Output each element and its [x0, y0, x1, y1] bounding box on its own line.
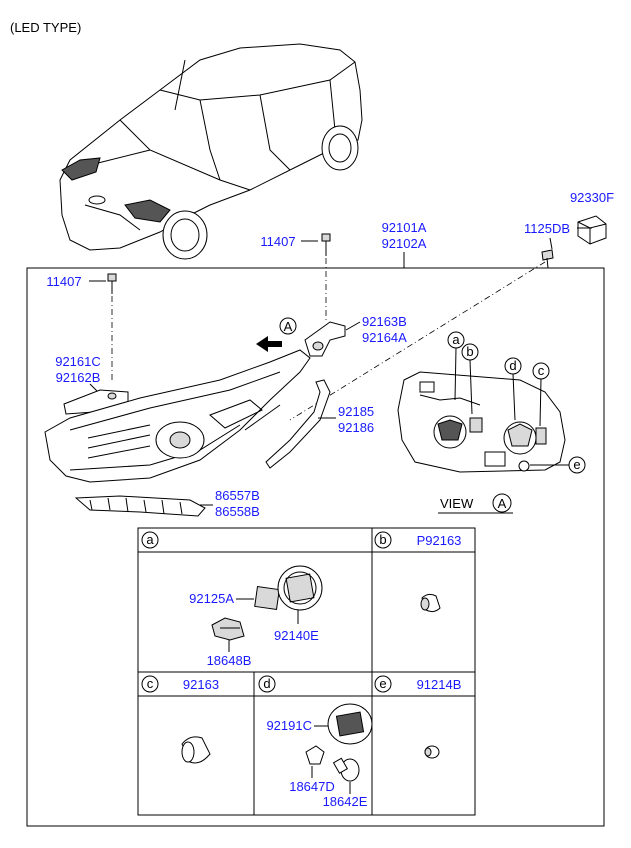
label-92162B: 92162B [56, 370, 101, 385]
view-caption-label: VIEW [440, 496, 474, 511]
car-illustration [59, 43, 363, 260]
bulb-18642E [332, 757, 360, 782]
bracket-86557B [74, 495, 206, 517]
label-18648B: 18648B [207, 653, 252, 668]
view-callout-d: d [509, 358, 516, 373]
cell-c-letter: c [147, 676, 154, 691]
socket-92140E [277, 565, 323, 611]
cell-a-letter: a [146, 532, 154, 547]
bulb-18648B [211, 617, 245, 641]
bolt-11407-top [321, 233, 331, 256]
label-86557B: 86557B [215, 488, 260, 503]
diagram-title: (LED TYPE) [10, 20, 81, 35]
label-11407-top: 11407 [260, 234, 295, 249]
table-cell-b: b P92163 [374, 531, 462, 613]
view-callout-e: e [573, 457, 580, 472]
table-cell-d: d 92191C 18647D 18642E [258, 675, 373, 809]
led-strip-92185 [265, 379, 331, 469]
label-92101A: 92101A [382, 220, 427, 235]
label-92185: 92185 [338, 404, 374, 419]
headlamp-assembly [44, 349, 311, 483]
label-18642E: 18642E [323, 794, 368, 809]
socket-92191C [327, 703, 373, 745]
label-92163B: 92163B [362, 314, 407, 329]
parts-table [137, 527, 476, 816]
bolt-1125DB [541, 249, 554, 269]
label-92102A: 92102A [382, 236, 427, 251]
label-91214B: 91214B [417, 677, 462, 692]
table-cell-e: e 91214B [374, 675, 462, 759]
bracket-92163B [304, 321, 346, 357]
bolt-11407-left [107, 273, 117, 294]
view-callout-a: a [452, 332, 460, 347]
view-arrow: A [256, 317, 297, 352]
label-P92163: P92163 [417, 533, 462, 548]
label-92163: 92163 [183, 677, 219, 692]
bulb-18647D [305, 745, 325, 765]
assembly-frame [26, 267, 605, 827]
connector-92330F [577, 215, 607, 245]
label-18647D: 18647D [289, 779, 335, 794]
cell-b-letter: b [379, 532, 386, 547]
view-a-drawing [397, 371, 566, 473]
label-92140E: 92140E [274, 628, 319, 643]
cell-d-letter: d [263, 676, 270, 691]
table-cell-a: a 92125A 92140E 18648B [141, 531, 323, 668]
label-11407-left: 11407 [46, 274, 81, 289]
cell-e-letter: e [379, 676, 386, 691]
label-92161C: 92161C [55, 354, 101, 369]
view-arrow-marker: A [284, 319, 293, 334]
label-92125A: 92125A [189, 591, 234, 606]
label-92164A: 92164A [362, 330, 407, 345]
label-86558B: 86558B [215, 504, 260, 519]
view-a-callouts: a b d c e [447, 331, 586, 474]
label-92330F: 92330F [570, 190, 614, 205]
label-1125DB: 1125DB [524, 221, 570, 236]
label-92186: 92186 [338, 420, 374, 435]
view-callout-b: b [466, 344, 473, 359]
label-92191C: 92191C [266, 718, 312, 733]
view-callout-c: c [538, 363, 545, 378]
view-caption-marker: A [498, 496, 507, 511]
table-cell-c: c 92163 [141, 675, 219, 764]
